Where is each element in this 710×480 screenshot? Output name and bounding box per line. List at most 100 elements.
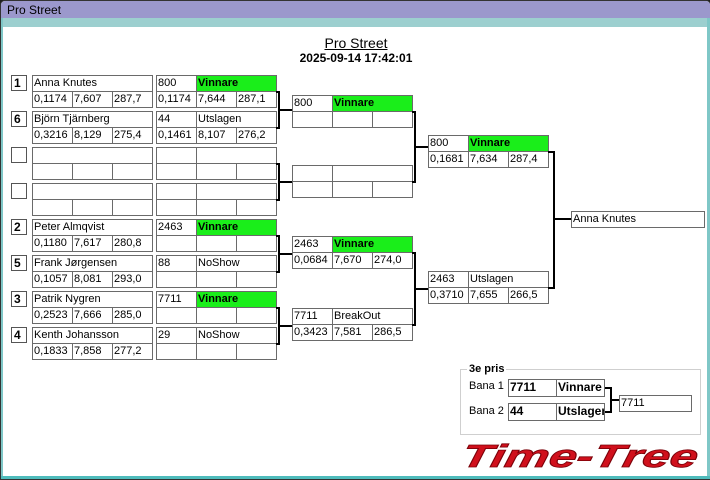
car-number[interactable]: 2463 <box>292 236 333 253</box>
racer-name[interactable]: Kenth Johansson <box>32 327 153 344</box>
result-status[interactable]: Vinnare <box>332 236 413 253</box>
speed <box>112 163 153 180</box>
third-place-winner[interactable]: 7711 <box>619 395 692 412</box>
elapsed-time: 8,081 <box>72 271 113 288</box>
elapsed-time <box>332 181 373 198</box>
reaction-time: 0,3423 <box>292 324 333 341</box>
speed: 287,1 <box>236 91 277 108</box>
result-status[interactable] <box>196 183 277 200</box>
speed <box>236 307 277 324</box>
result-status[interactable]: Utslagen <box>196 111 277 128</box>
reaction-time: 0,3216 <box>32 127 73 144</box>
elapsed-time <box>332 111 373 128</box>
seed-number: 2 <box>11 219 27 235</box>
car-number[interactable]: 7711 <box>292 308 333 325</box>
reaction-time: 0,1461 <box>156 127 197 144</box>
result-status[interactable]: BreakOut <box>332 308 413 325</box>
elapsed-time <box>196 163 237 180</box>
elapsed-time: 7,617 <box>72 235 113 252</box>
car-number[interactable]: 2463 <box>156 219 197 236</box>
seed-number <box>11 183 27 199</box>
lane-2-result[interactable]: Utslagen <box>556 403 605 421</box>
bracket-line <box>279 325 292 327</box>
elapsed-time: 7,644 <box>196 91 237 108</box>
car-number[interactable] <box>156 147 197 164</box>
connector <box>605 387 611 389</box>
speed: 275,4 <box>112 127 153 144</box>
connector <box>605 411 611 413</box>
reaction-time: 0,3710 <box>428 287 469 304</box>
racer-name[interactable]: Patrik Nygren <box>32 291 153 308</box>
reaction-time <box>156 163 197 180</box>
lane-2-number[interactable]: 44 <box>508 403 557 421</box>
window-border-right <box>707 18 710 478</box>
svg-text:Time-Tree: Time-Tree <box>458 438 701 472</box>
result-status[interactable]: NoShow <box>196 255 277 272</box>
window-title: Pro Street <box>7 3 62 17</box>
reaction-time <box>292 111 333 128</box>
title-bar[interactable]: Pro Street <box>1 1 710 18</box>
speed: 293,0 <box>112 271 153 288</box>
page-title: Pro Street <box>324 35 388 51</box>
result-status[interactable]: Vinnare <box>332 95 413 112</box>
third-place-legend: 3e pris <box>469 363 505 375</box>
speed <box>236 271 277 288</box>
reaction-time: 0,1174 <box>32 91 73 108</box>
racer-name[interactable]: Björn Tjärnberg <box>32 111 153 128</box>
car-number[interactable]: 800 <box>428 135 469 152</box>
car-number[interactable]: 29 <box>156 327 197 344</box>
elapsed-time: 7,858 <box>72 343 113 360</box>
reaction-time: 0,2523 <box>32 307 73 324</box>
result-status[interactable]: Utslagen <box>468 271 549 288</box>
elapsed-time: 7,634 <box>468 151 509 168</box>
result-status[interactable]: Vinnare <box>196 75 277 92</box>
champion-name[interactable]: Anna Knutes <box>571 211 705 228</box>
seed-number <box>11 147 27 163</box>
car-number[interactable]: 2463 <box>428 271 469 288</box>
reaction-time <box>156 271 197 288</box>
reaction-time <box>156 307 197 324</box>
lane-2-label: Bana 2 <box>469 405 504 417</box>
seed-number: 6 <box>11 111 27 127</box>
speed: 287,7 <box>112 91 153 108</box>
bracket-line <box>415 146 428 148</box>
reaction-time: 0,1174 <box>156 91 197 108</box>
elapsed-time: 7,666 <box>72 307 113 324</box>
car-number[interactable]: 800 <box>156 75 197 92</box>
bracket-line <box>279 253 292 255</box>
date-time: 2025-09-14 17:42:01 <box>299 51 413 65</box>
car-number[interactable]: 88 <box>156 255 197 272</box>
result-status[interactable] <box>196 147 277 164</box>
lane-1-result[interactable]: Vinnare <box>556 379 605 397</box>
car-number[interactable]: 800 <box>292 95 333 112</box>
car-number[interactable]: 7711 <box>156 291 197 308</box>
racer-name[interactable]: Frank Jørgensen <box>32 255 153 272</box>
third-place-group: 3e pris <box>460 363 701 435</box>
racer-name[interactable]: Peter Almqvist <box>32 219 153 236</box>
car-number[interactable] <box>292 165 333 182</box>
speed: 266,5 <box>508 287 549 304</box>
speed: 280,8 <box>112 235 153 252</box>
title-bar-accent <box>1 18 710 27</box>
result-status[interactable]: Vinnare <box>196 291 277 308</box>
reaction-time: 0,1057 <box>32 271 73 288</box>
racer-name[interactable] <box>32 183 153 200</box>
lane-1-number[interactable]: 7711 <box>508 379 557 397</box>
speed <box>112 199 153 216</box>
racer-name[interactable] <box>32 147 153 164</box>
seed-number: 3 <box>11 291 27 307</box>
result-status[interactable]: Vinnare <box>196 219 277 236</box>
elapsed-time: 7,655 <box>468 287 509 304</box>
racer-name[interactable]: Anna Knutes <box>32 75 153 92</box>
seed-number: 1 <box>11 75 27 91</box>
result-status[interactable]: NoShow <box>196 327 277 344</box>
reaction-time <box>156 235 197 252</box>
result-status[interactable]: Vinnare <box>468 135 549 152</box>
car-number[interactable]: 44 <box>156 111 197 128</box>
elapsed-time <box>196 271 237 288</box>
car-number[interactable] <box>156 183 197 200</box>
bracket-line <box>548 151 554 153</box>
result-status[interactable] <box>332 165 413 182</box>
speed <box>372 111 413 128</box>
